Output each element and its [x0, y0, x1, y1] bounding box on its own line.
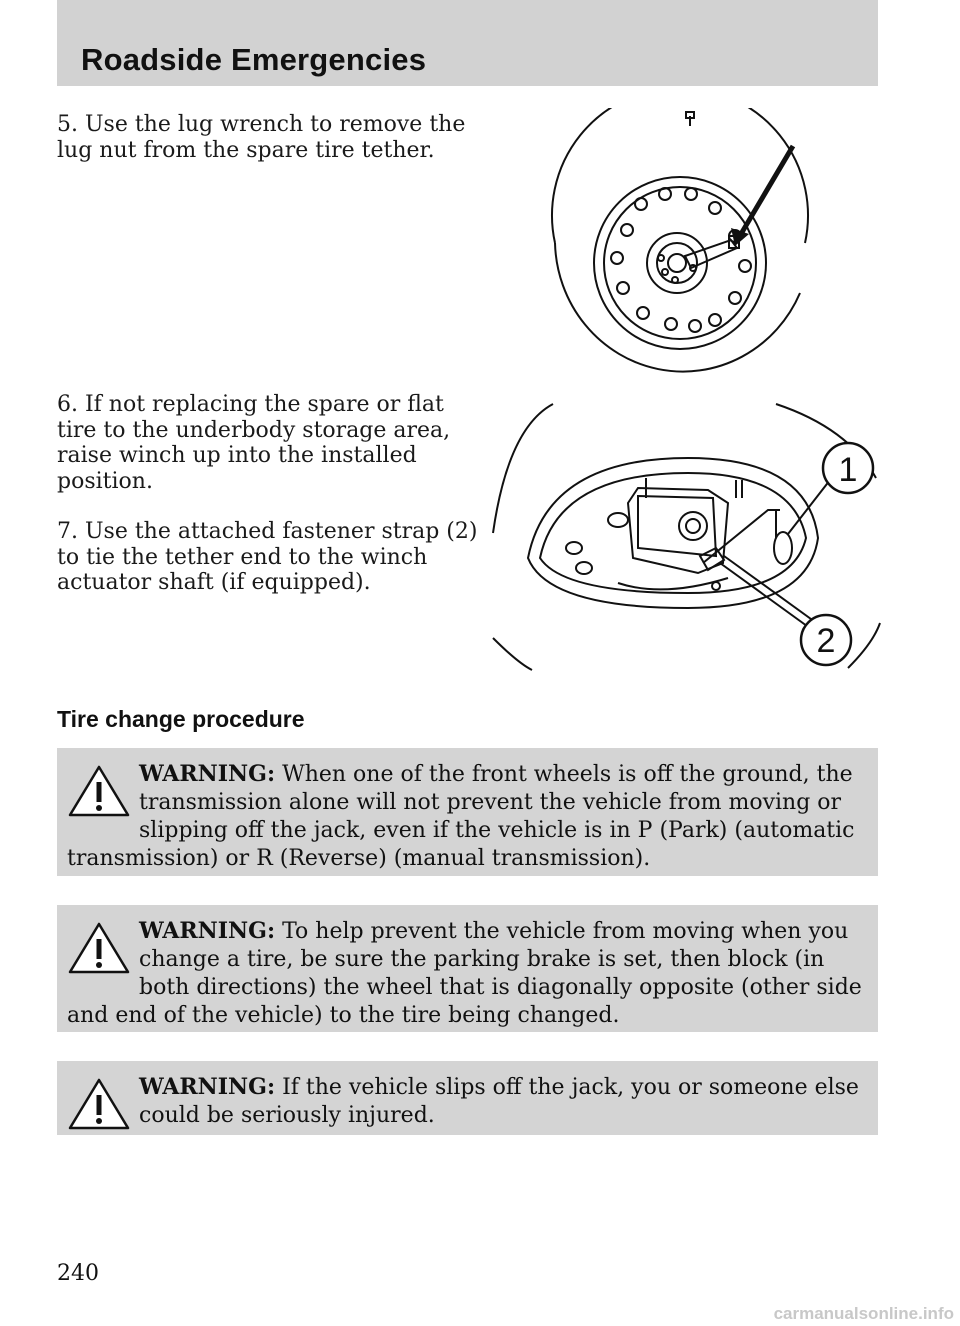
step-5-text: 5. Use the lug wrench to remove the lug … — [57, 112, 466, 163]
warning-triangle-icon — [68, 922, 130, 974]
warning-box-2: WARNING: To help prevent the vehicle fro… — [57, 905, 878, 1032]
section-heading: Tire change procedure — [57, 706, 305, 732]
callout-1: 1 — [839, 451, 858, 489]
warning-box-1: WARNING: When one of the front wheels is… — [57, 748, 878, 876]
winch-tether-illustration: 1 2 — [492, 403, 881, 671]
step-6-text: 6. If not replacing the spare or flat ti… — [57, 392, 451, 494]
warning-text: To help prevent the vehicle from moving … — [67, 919, 862, 1028]
page-title: Roadside Emergencies — [81, 42, 427, 77]
header-bar — [57, 0, 878, 86]
warning-label: WARNING: — [139, 918, 276, 944]
warning-triangle-icon — [68, 1078, 130, 1130]
warning-text: If the vehicle slips off the jack, you o… — [139, 1075, 859, 1128]
page-number: 240 — [57, 1261, 99, 1286]
warning-label: WARNING: — [139, 761, 276, 787]
warning-triangle-icon — [68, 765, 130, 817]
warning-box-3: WARNING: If the vehicle slips off the ja… — [57, 1061, 878, 1135]
callout-2: 2 — [817, 622, 836, 660]
step-7-text: 7. Use the attached fastener strap (2) t… — [57, 519, 478, 595]
watermark[interactable]: carmanualsonline.info — [773, 1304, 954, 1323]
warning-label: WARNING: — [139, 1074, 276, 1100]
warning-text: When one of the front wheels is off the … — [67, 762, 855, 871]
spare-tire-lug-nut-illustration — [551, 108, 809, 373]
